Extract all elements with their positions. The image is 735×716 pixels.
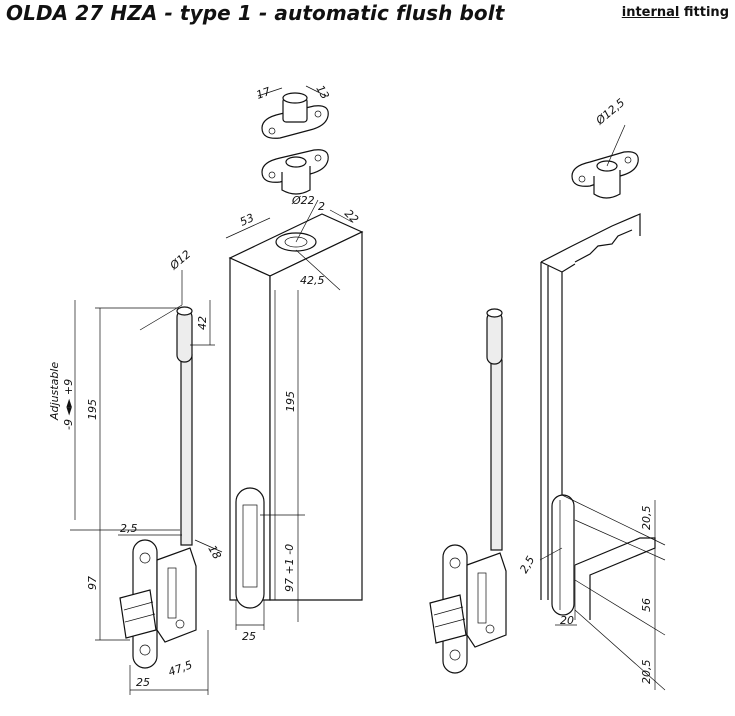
left-bolt-tip bbox=[176, 306, 193, 316]
top-fittings bbox=[261, 92, 329, 195]
right-strike-sleeve bbox=[593, 170, 621, 199]
left-roller bbox=[119, 589, 157, 639]
right-bolt-tip bbox=[486, 308, 503, 318]
dim-20-5-top: 20,5 bbox=[640, 506, 653, 531]
left-roller-line bbox=[123, 601, 154, 611]
lower-strike-sleeve bbox=[281, 166, 311, 195]
dim-97-frame: 97 +1 -0 bbox=[283, 544, 296, 592]
center-frame bbox=[228, 213, 364, 609]
dim-ext-right-1 bbox=[561, 494, 666, 546]
dim-47-5: 47,5 bbox=[167, 658, 194, 679]
dim-195-frame: 195 bbox=[284, 391, 297, 412]
right-roller-line bbox=[433, 606, 464, 616]
dim-2-5-left: 2,5 bbox=[120, 522, 138, 535]
dim-line-17 bbox=[257, 87, 283, 97]
dim-18: 18 bbox=[205, 543, 223, 562]
dim-25-bottom: 25 bbox=[136, 676, 150, 689]
right-frame-top bbox=[540, 213, 641, 263]
right-top-fitting bbox=[571, 151, 639, 199]
right-frame-notch bbox=[574, 229, 633, 263]
dim-d22: Ø22 bbox=[291, 194, 315, 207]
dim-53: 53 bbox=[238, 211, 256, 229]
left-rod bbox=[180, 354, 193, 546]
leader-d12-5 bbox=[606, 124, 626, 167]
right-bolt-head bbox=[486, 311, 503, 365]
upper-strike-sleeve-top bbox=[282, 92, 308, 104]
dim-20-5-bottom: 20,5 bbox=[640, 660, 653, 685]
frame-top-hole-inner bbox=[284, 236, 308, 248]
dim-22: 22 bbox=[342, 207, 361, 226]
dim-d12-5: Ø12,5 bbox=[593, 96, 628, 128]
right-plate-hole-bottom bbox=[449, 649, 461, 661]
fitting-label-rest: fitting bbox=[679, 5, 729, 20]
dim-line-d22 bbox=[295, 199, 319, 243]
left-roller-line-2 bbox=[124, 613, 156, 623]
fitting-label-underlined: internal bbox=[621, 5, 680, 20]
right-roller-line-2 bbox=[434, 618, 466, 628]
lower-strike-hole bbox=[285, 156, 307, 168]
dim-2: 2 bbox=[318, 200, 325, 213]
left-mechanism bbox=[156, 547, 197, 643]
dim-42-5: 42,5 bbox=[300, 274, 325, 287]
right-mech-slot bbox=[477, 572, 487, 624]
dim-adjust-range: -9 ◄► +9 bbox=[62, 379, 75, 430]
dim-line-53 bbox=[225, 217, 271, 239]
left-bolt-head bbox=[176, 309, 193, 363]
right-frame-recess bbox=[551, 494, 575, 616]
dim-195-left: 195 bbox=[86, 399, 99, 420]
dim-line-22 bbox=[329, 209, 353, 223]
right-frame bbox=[540, 213, 656, 620]
dim-line-2-5-right bbox=[539, 547, 563, 561]
dim-ext-right-3 bbox=[574, 579, 666, 636]
dim-line-42-5 bbox=[295, 249, 341, 291]
left-plate-hole-bottom bbox=[139, 644, 151, 656]
dim-42-tip: 42 bbox=[196, 316, 209, 330]
dim-25-frame: 25 bbox=[242, 630, 256, 643]
right-frame-inner bbox=[540, 261, 576, 273]
dim-d12: Ø12 bbox=[167, 248, 193, 273]
left-plate-hole-top bbox=[139, 552, 151, 564]
dim-ext-right-4 bbox=[574, 609, 666, 691]
right-strike-screw-left bbox=[578, 175, 586, 183]
lower-strike-screw-right bbox=[314, 154, 322, 162]
dimension-lines bbox=[70, 85, 666, 695]
right-strike-screw-right bbox=[624, 156, 632, 164]
right-plate-hole-top bbox=[449, 557, 461, 569]
frame-side-face bbox=[269, 231, 363, 601]
dim-line-18 bbox=[194, 539, 223, 553]
right-mech-screw bbox=[485, 624, 495, 634]
dim-56: 56 bbox=[640, 598, 653, 612]
left-mech-slot bbox=[167, 567, 177, 619]
upper-strike-screw-right bbox=[314, 110, 322, 118]
frame-recess-outer bbox=[235, 487, 265, 609]
dim-adjustable: Adjustable bbox=[48, 362, 61, 421]
lower-strike-screw-left bbox=[268, 171, 276, 179]
dim-13: 13 bbox=[313, 83, 331, 102]
leader-d12 bbox=[139, 304, 183, 331]
dim-17: 17 bbox=[255, 85, 273, 102]
right-roller bbox=[429, 594, 467, 644]
frame-recess-inner bbox=[242, 504, 258, 588]
left-bolt-assembly bbox=[119, 306, 197, 669]
upper-strike-screw-left bbox=[268, 127, 276, 135]
dim-2-5-right: 2,5 bbox=[517, 554, 537, 576]
right-bolt-assembly bbox=[429, 308, 507, 674]
left-mech-screw bbox=[175, 619, 185, 629]
fitting-label: internal fitting bbox=[622, 5, 729, 20]
dim-ext-right-2 bbox=[574, 519, 666, 561]
page-title: OLDA 27 HZA - type 1 - automatic flush b… bbox=[6, 1, 505, 25]
dim-97-left: 97 bbox=[86, 576, 99, 590]
dim-20: 20 bbox=[560, 614, 574, 627]
right-rod bbox=[490, 359, 503, 551]
dim-line-13 bbox=[305, 85, 327, 97]
right-mechanism bbox=[466, 552, 507, 648]
